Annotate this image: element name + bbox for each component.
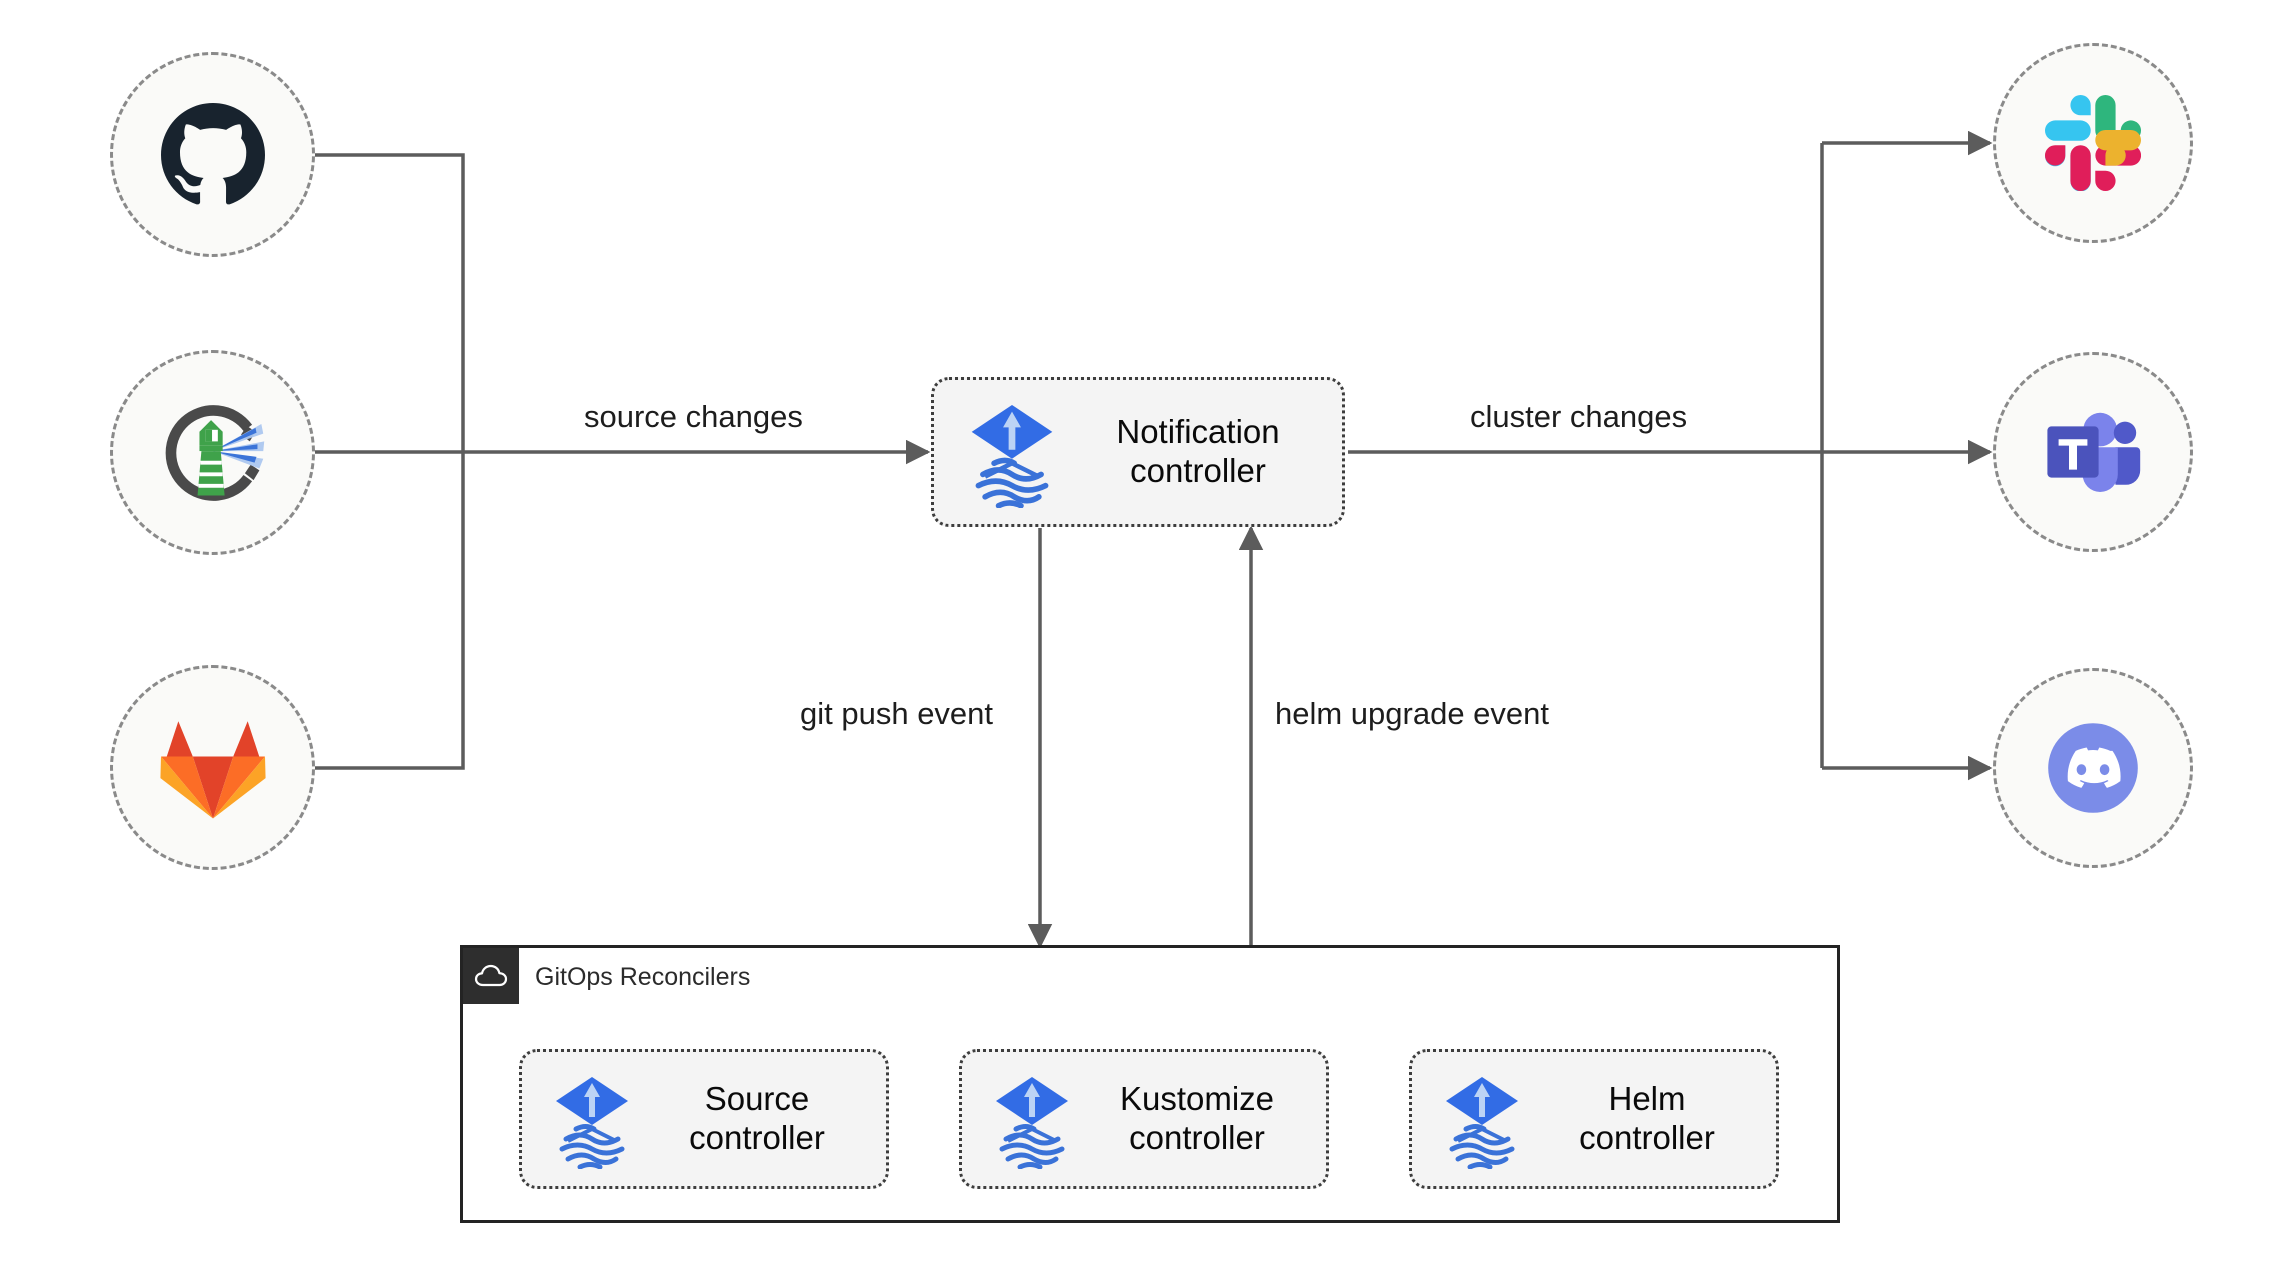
destination-node-slack[interactable] [1993,43,2193,243]
flux-logo-icon [971,404,1053,508]
flux-logo-icon [1446,1077,1518,1169]
edge-label-source-changes: source changes [576,399,811,435]
cloud-icon [474,964,508,987]
source-controller-box[interactable]: Source controller [519,1049,889,1189]
discord-icon [2048,723,2138,813]
github-icon [160,102,265,204]
kustomize-controller-label: Kustomize controller [1119,1080,1275,1156]
microsoft-teams-icon [2047,412,2141,492]
gitlab-icon [159,720,266,819]
flux-logo-icon [556,1077,628,1169]
wire-github-to-trunk [313,153,465,452]
flagger-lighthouse-icon [165,404,264,501]
group-title: GitOps Reconcilers [535,963,751,991]
wire-gitlab-to-trunk [313,452,465,770]
group-icon-tab [463,948,519,1004]
slack-icon [2045,95,2141,191]
source-controller-label: Source controller [689,1080,825,1156]
destination-node-discord[interactable] [1993,668,2193,868]
source-node-github[interactable] [110,52,315,257]
helm-controller-label: Helm controller [1579,1080,1715,1156]
edge-label-cluster-changes: cluster changes [1462,399,1696,435]
notification-controller-label: Notification controller [1116,413,1280,489]
helm-controller-box[interactable]: Helm controller [1409,1049,1779,1189]
kustomize-controller-box[interactable]: Kustomize controller [959,1049,1329,1189]
destination-node-teams[interactable] [1993,352,2193,552]
edge-label-git-push-event: git push event [792,696,1002,732]
gitops-reconcilers-group: GitOps Reconcilers Source controller [460,945,1840,1223]
source-node-gitlab[interactable] [110,665,315,870]
notification-controller-box[interactable]: Notification controller [931,377,1345,527]
source-node-flagger[interactable] [110,350,315,555]
edge-label-helm-upgrade-event: helm upgrade event [1267,696,1558,732]
flux-logo-icon [996,1077,1068,1169]
